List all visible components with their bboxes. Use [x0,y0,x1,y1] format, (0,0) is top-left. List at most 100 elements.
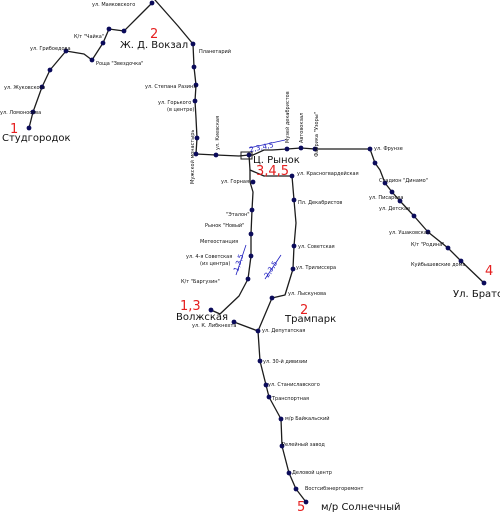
stops-layer [26,0,487,505]
stop-dot[interactable] [290,266,296,272]
stop-label-libknekhta: ул. К. Либкнехта [192,323,236,329]
stop-dot[interactable] [121,28,127,34]
stop-label-ushakovskaya: ул. Ушаковская [389,230,430,236]
stop-dot[interactable] [47,67,53,73]
stop-dot[interactable] [246,152,252,158]
stop-dot[interactable] [397,198,403,204]
stop-dot[interactable] [263,382,269,388]
stop-label-roshcha: Роща "Звездочка" [96,61,143,67]
stop-dot[interactable] [191,64,197,70]
stop-label-fabrika: Фабрика "Узоры" [314,112,320,157]
stop-dot[interactable] [26,125,32,131]
route-number-2-trampark: 2 [300,303,308,318]
stop-label-detskaya: ул. Детская [379,206,410,212]
stop-dot[interactable] [278,416,284,422]
stop-dot[interactable] [250,179,256,185]
stop-dot[interactable] [445,245,451,251]
stop-label-frunze: ул. Фрунзе [374,146,403,152]
stop-dot[interactable] [192,98,198,104]
direction-label-135: 1,3,5 [232,253,245,272]
track-vokzal-to-center [154,0,250,157]
stop-dot[interactable] [249,207,255,213]
stop-label-meteostantsiya: Метеостанция [200,239,238,245]
stop-dot[interactable] [248,231,254,237]
stop-label-delovoy: Деловой центр [292,469,332,476]
stop-dot[interactable] [382,180,388,186]
stop-dot[interactable] [291,243,297,249]
stop-dot[interactable] [411,213,417,219]
stop-label-deputatskaya: ул. Депутатская [262,328,305,334]
stop-labels: ул. Маяковского К/т "Чайка" ул. Грибоедо… [0,2,465,492]
stop-dot[interactable] [89,57,95,63]
central-market-block [240,151,253,160]
stop-label-griboedova: ул. Грибоедова [30,46,71,52]
stop-dot[interactable] [481,280,487,286]
stop-dot[interactable] [389,189,395,195]
stop-label-divizii30: ул. 30-й дивизии [263,358,307,365]
stop-dot[interactable] [458,258,464,264]
track-center-ring [248,154,297,332]
terminal-volzhskaya: Волжская [176,312,228,323]
stop-label-sovetskaya4-center: (из центра) [200,261,230,267]
stop-dot[interactable] [284,146,290,152]
stop-dot[interactable] [149,0,155,6]
stop-label-vostsib: Востсибэнергоремонт [305,486,364,492]
stop-label-gornaya: ул. Горная [221,179,249,185]
terminal-ul-bratskaya: Ул. Братская [453,289,500,300]
stop-dot[interactable] [291,197,297,203]
stop-label-trilissera: ул. Трилиссера [296,265,336,271]
direction-arrow-2345 [248,139,286,149]
stop-dot[interactable] [190,41,196,47]
stop-dot[interactable] [372,160,378,166]
stop-dot[interactable] [193,82,199,88]
stop-label-gorkogo-center: (в центре) [167,107,194,113]
direction-label-2345: 2,3,4,5 [249,141,275,154]
direction-arrow-135 [235,244,247,276]
stop-dot[interactable] [39,84,45,90]
stop-dot[interactable] [266,394,272,400]
stop-dot[interactable] [298,145,304,151]
stop-dot[interactable] [213,152,219,158]
stop-label-pisareva: ул. Писарева [369,195,403,201]
stop-dot[interactable] [193,151,199,157]
stop-dot[interactable] [367,146,373,152]
stop-label-stepana-razina: ул. Степана Разина [145,84,196,90]
stop-label-muzhskoy: Мужской монастырь [189,130,196,184]
stop-dot[interactable] [100,40,106,46]
stop-dot[interactable] [194,135,200,141]
stop-dot[interactable] [303,499,309,505]
stop-dot[interactable] [257,358,263,364]
route-number-1: 1 [10,122,18,137]
track-volzhskaya-branch [210,169,254,315]
track-studgorodok-branch [28,2,153,129]
stop-dot[interactable] [286,470,292,476]
stop-label-stadion: Стадион "Динамо" [379,178,428,184]
stop-dot[interactable] [255,328,261,334]
stop-dot[interactable] [425,229,431,235]
stop-dot[interactable] [30,109,36,115]
stop-dot[interactable] [312,146,318,152]
stop-label-baykalsky: м/р Байкальский [285,415,329,422]
stop-dot[interactable] [245,276,251,282]
terminal-zh-d-vokzal: Ж. Д. Вокзал [120,40,188,51]
terminal-labels: Студгородок Ж. Д. Вокзал Ц. Рынок Волжск… [2,40,500,512]
stop-label-mayakovskogo: ул. Маяковского [92,2,135,8]
track-solnechny-branch [233,321,307,503]
stop-dot[interactable] [293,486,299,492]
stop-dot[interactable] [269,295,275,301]
terminal-trampark: Трампарк [284,314,336,325]
terminal-mr-solnechny: м/р Солнечный [321,502,400,512]
stop-dot[interactable] [106,26,112,32]
stop-label-kt-rodina: К/т "Родина" [411,242,444,248]
route-number-5: 5 [297,500,305,512]
stop-dot[interactable] [63,48,69,54]
stop-dot[interactable] [248,253,254,259]
stop-label-lomonosova: ул. Ломоносова [0,110,41,116]
stop-dot[interactable] [208,307,214,313]
stop-dot[interactable] [231,319,237,325]
stop-label-muzey: Музей декабристов [284,91,291,143]
stop-dot[interactable] [289,173,295,179]
stop-label-stanislavskogo: ул. Станиславского [268,382,320,388]
stop-dot[interactable] [279,443,285,449]
